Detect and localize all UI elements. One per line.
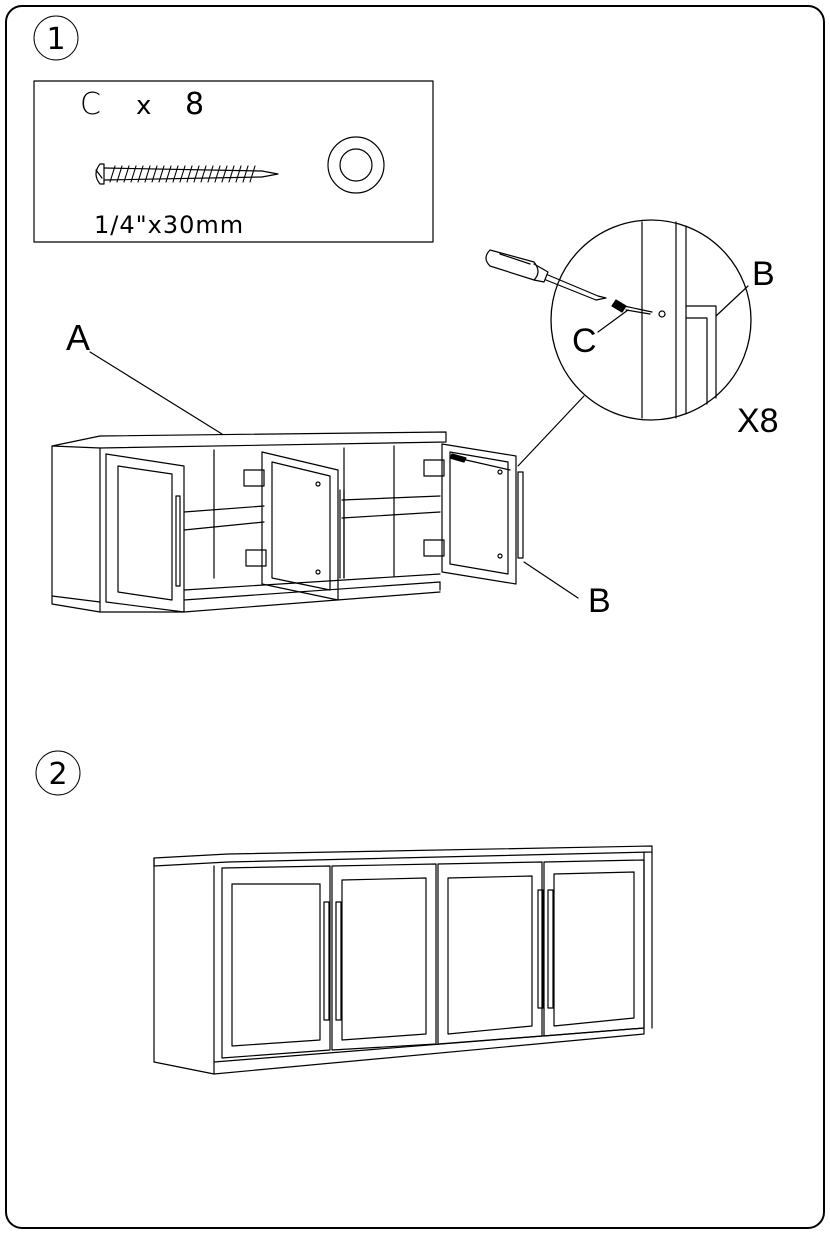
callout-detail-handle: B: [752, 255, 775, 293]
callout-repeat: X8: [737, 402, 779, 440]
hardware-quantity: 8: [185, 87, 204, 122]
hardware-box: C x 8 1/4"x30mm: [33, 80, 434, 243]
screw-icon: [95, 163, 279, 185]
callout-cabinet: A: [66, 317, 90, 358]
hardware-size: 1/4"x30mm: [94, 211, 244, 239]
page-border: [5, 5, 825, 1229]
cabinet-assembled: [153, 845, 653, 1075]
detail-magnifier: [485, 219, 752, 467]
detail-screw-icon: [611, 299, 666, 318]
callout-handle: B: [588, 582, 611, 620]
callout-detail-screw: C: [572, 322, 597, 360]
hardware-part-code: C: [80, 87, 101, 122]
cabinet-open-doors: [51, 431, 524, 613]
washer-icon: [327, 136, 385, 194]
hardware-multiplier: x: [136, 91, 151, 121]
step-2-number: 2: [48, 757, 67, 792]
step-1-badge: 1: [33, 15, 79, 61]
step-2-badge: 2: [35, 750, 81, 796]
screwdriver-icon: [485, 249, 607, 301]
step-1-number: 1: [46, 22, 65, 57]
